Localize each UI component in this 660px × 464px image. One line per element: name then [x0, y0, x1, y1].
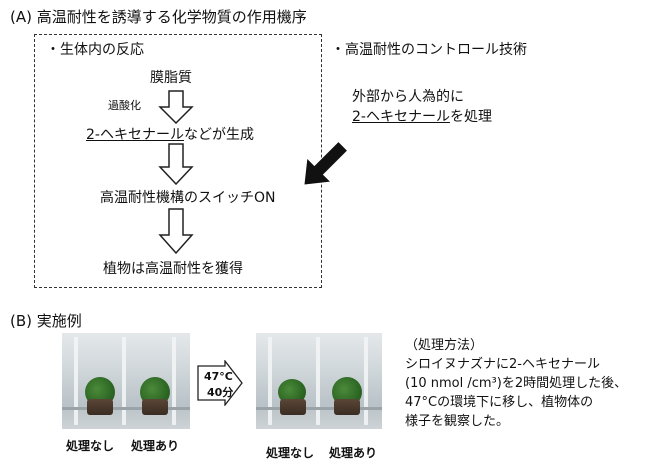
method-line: 47°Cの環境下に移し、植物体の: [405, 395, 594, 410]
down-arrow-icon: [158, 208, 194, 254]
pot: [142, 399, 168, 415]
control-tech-title: ・高温耐性のコントロール技術: [331, 42, 527, 58]
after-photo: [256, 333, 382, 429]
method-line: シロイヌナズナに2-ヘキセナール: [405, 357, 600, 372]
section-b-title: (B) 実施例: [10, 312, 82, 330]
pot: [280, 399, 306, 415]
method-line: 様子を観察した。: [405, 414, 510, 429]
condition-duration: 40分: [207, 386, 234, 399]
switch-on-label: 高温耐性機構のスイッチON: [100, 190, 276, 206]
peroxidation-label: 過酸化: [108, 99, 141, 112]
artificial-line: 外部から人為的に: [352, 89, 464, 105]
method-title: （処理方法）: [405, 338, 484, 353]
label-untreated: 処理なし: [66, 439, 115, 453]
pot: [334, 399, 360, 415]
label-treated: 処理あり: [131, 439, 180, 453]
generation-suffix: などが生成: [183, 127, 254, 143]
method-line: (10 nmol /cm³)を2時間処理した後、: [405, 376, 628, 391]
condition-arrow-icon: [197, 360, 243, 406]
down-arrow-icon: [158, 143, 194, 185]
hexenal-term: 2-ヘキセナール: [352, 109, 450, 125]
pot: [87, 399, 113, 415]
pointing-arrow-icon: [304, 142, 347, 185]
label-treated: 処理あり: [329, 446, 378, 460]
treatment-line: 2-ヘキセナールを処理: [352, 106, 492, 126]
label-untreated: 処理なし: [266, 446, 315, 460]
generation-line: 2-ヘキセナールなどが生成: [86, 124, 254, 144]
in-vivo-title: ・生体内の反応: [46, 42, 144, 58]
treatment-suffix: を処理: [449, 109, 492, 125]
section-a-title: (A) 高温耐性を誘導する化学物質の作用機序: [10, 8, 307, 26]
condition-temperature: 47°C: [204, 370, 233, 383]
acquire-label: 植物は高温耐性を獲得: [103, 261, 243, 277]
membrane-lipid-label: 膜脂質: [150, 70, 192, 86]
hexenal-term: 2-ヘキセナール: [86, 127, 184, 143]
down-arrow-icon: [158, 90, 194, 124]
before-photo: [62, 333, 190, 429]
